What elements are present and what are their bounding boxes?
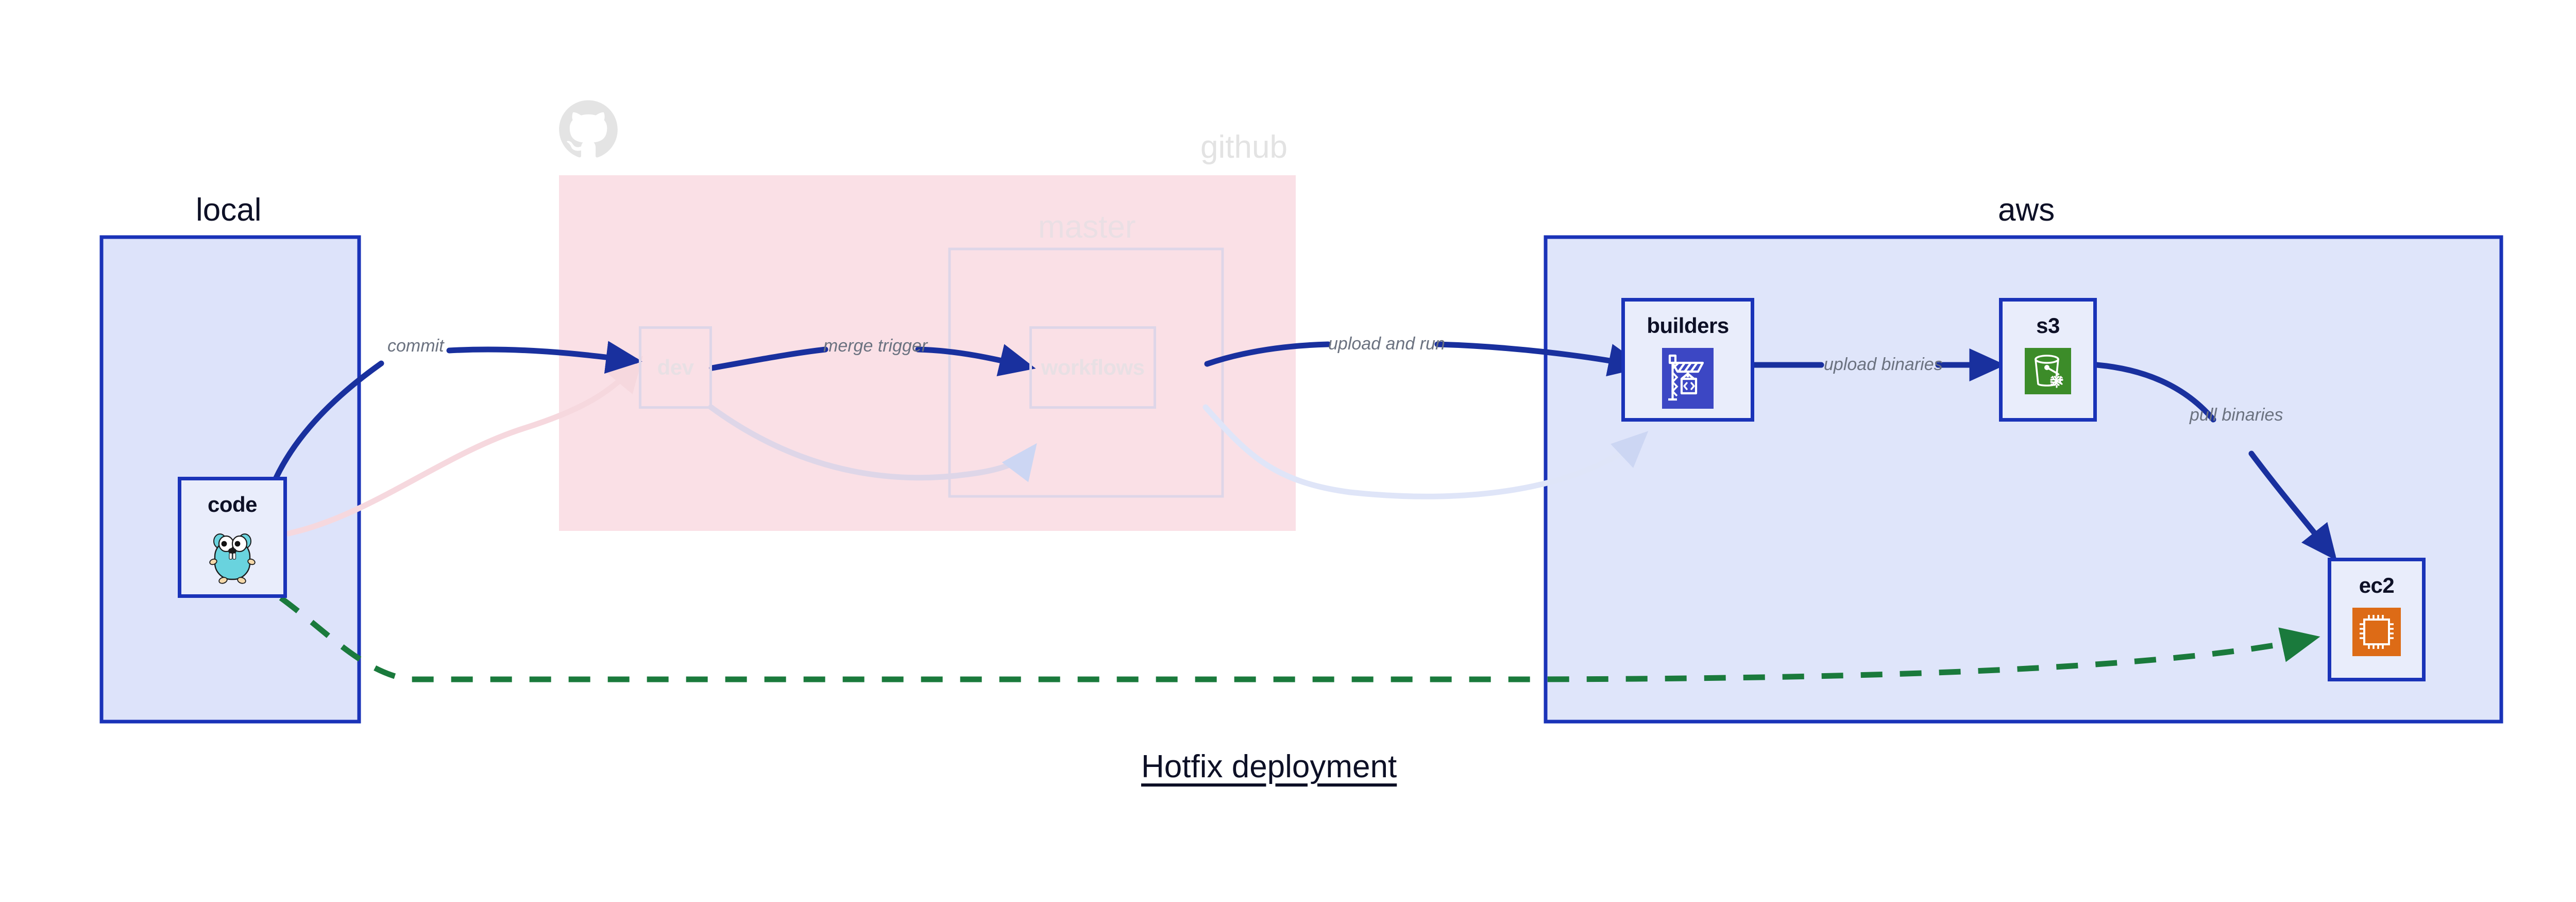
node-s3[interactable]: s3 bbox=[1999, 298, 2097, 422]
node-label-code: code bbox=[207, 492, 258, 516]
edge-pull-binaries-seg2 bbox=[2248, 450, 2337, 561]
group-label-local: local bbox=[196, 192, 262, 228]
node-dev[interactable]: dev bbox=[639, 326, 712, 409]
node-ec2[interactable]: ec2 bbox=[2328, 558, 2426, 681]
node-label-ec2: ec2 bbox=[2359, 573, 2395, 597]
group-github bbox=[559, 175, 1296, 531]
edge-label-commit: commit bbox=[387, 336, 444, 356]
go-gopher-icon bbox=[207, 527, 258, 590]
edge-merge-trigger-seg2 bbox=[915, 344, 1036, 377]
group-label-github: github bbox=[1200, 129, 1287, 165]
edge-ghost-dev-workflows bbox=[708, 404, 1037, 482]
edge-ghost-workflows-builders bbox=[1202, 404, 1649, 499]
node-label-dev: dev bbox=[657, 355, 694, 379]
group-label-master: master bbox=[1038, 209, 1136, 245]
edge-ghost-code-dev bbox=[285, 356, 643, 537]
node-workflows[interactable]: workflows bbox=[1029, 326, 1156, 409]
edge-upload-and-run-seg1 bbox=[1204, 341, 1331, 367]
node-builders[interactable]: builders bbox=[1621, 298, 1754, 422]
node-code[interactable]: code bbox=[178, 477, 287, 598]
group-label-aws: aws bbox=[1998, 192, 2055, 228]
edge-label-upload-binaries: upload binaries bbox=[1824, 355, 1943, 374]
diagram-title: Hotfix deployment bbox=[1141, 749, 1397, 784]
node-label-s3: s3 bbox=[2036, 313, 2060, 338]
aws-codebuild-icon bbox=[1662, 348, 1714, 411]
edge-merge-trigger-seg1 bbox=[709, 346, 828, 371]
edge-commit-seg1 bbox=[270, 360, 384, 488]
aws-s3-glacier-icon bbox=[2025, 348, 2071, 397]
edge-label-merge-trigger: merge trigger bbox=[823, 336, 928, 356]
edge-pull-binaries-seg1 bbox=[2094, 362, 2216, 423]
edge-hotfix-direct bbox=[279, 595, 2320, 682]
edge-label-pull-binaries: pull binaries bbox=[2190, 405, 2283, 425]
edge-label-upload-and-run: upload and run bbox=[1328, 334, 1445, 354]
group-master bbox=[948, 247, 1224, 498]
edge-upload-and-run-seg2 bbox=[1434, 341, 1645, 377]
node-label-builders: builders bbox=[1647, 313, 1729, 338]
aws-ec2-chip-icon bbox=[2352, 608, 2401, 659]
edge-commit-seg2 bbox=[446, 341, 642, 374]
node-label-workflows: workflows bbox=[1041, 355, 1145, 379]
